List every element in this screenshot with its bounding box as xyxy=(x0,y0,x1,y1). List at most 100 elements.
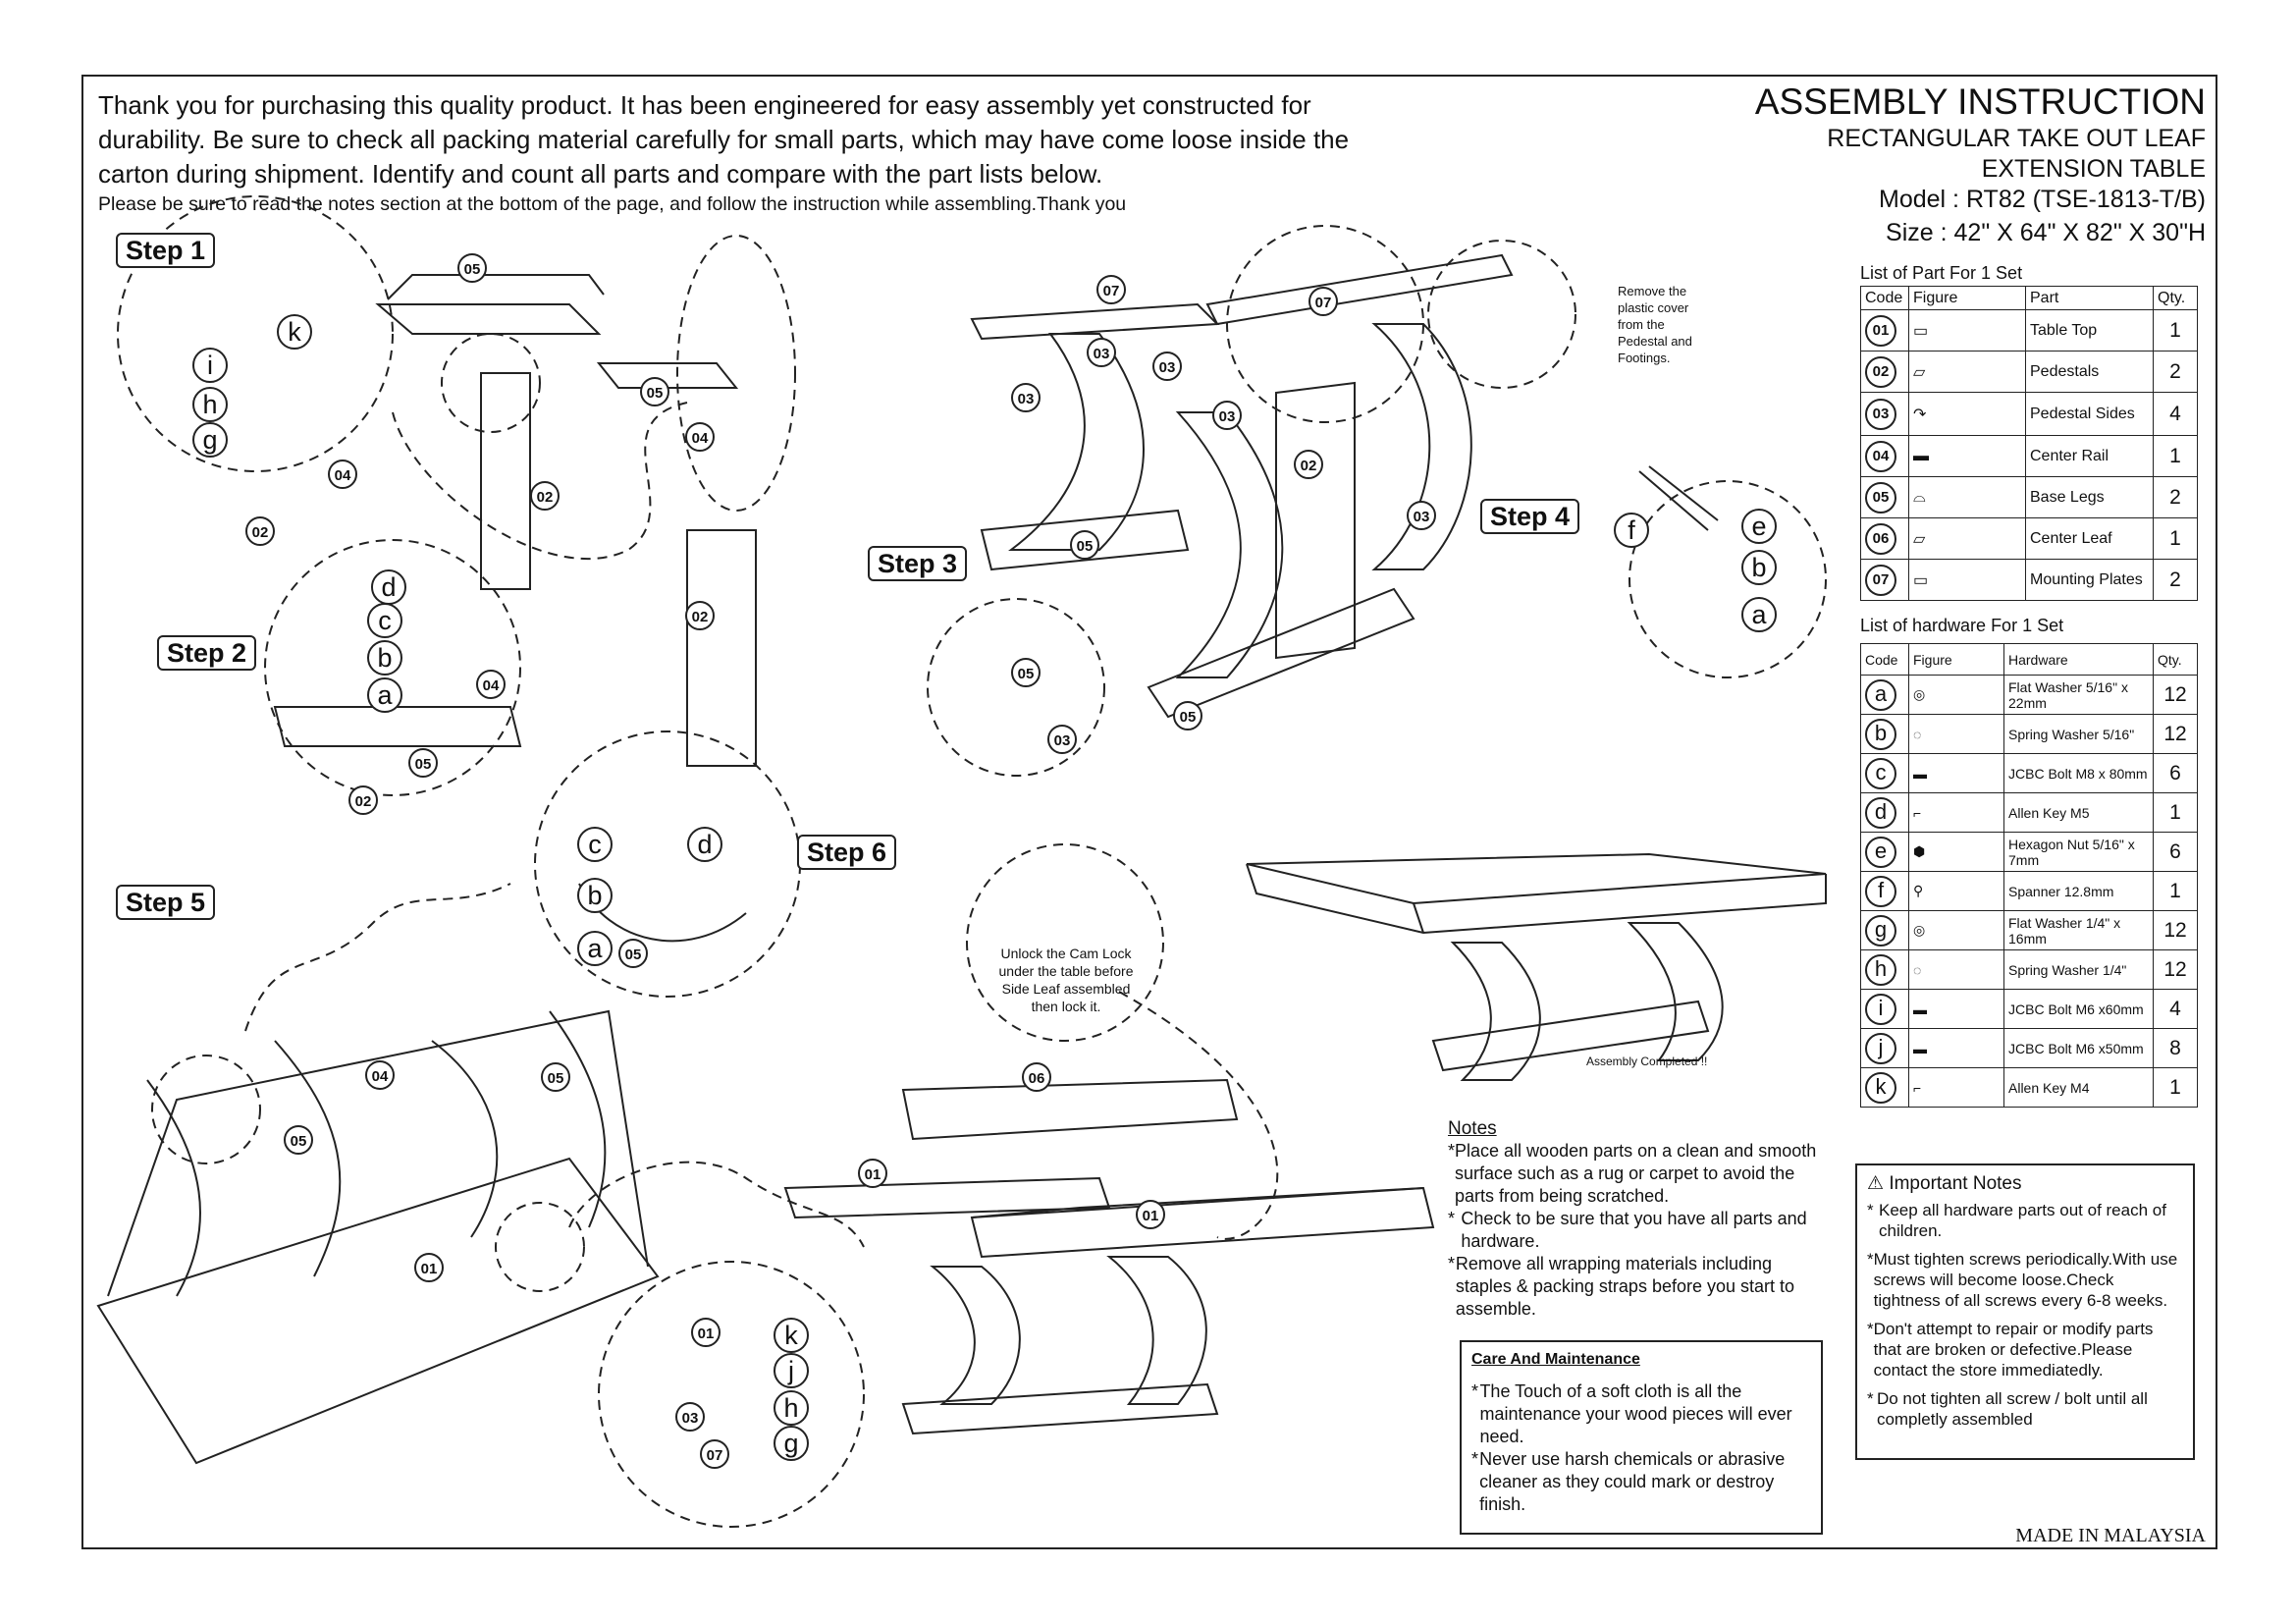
part-callout: 01 xyxy=(691,1318,721,1347)
part-callout: 03 xyxy=(1011,383,1041,412)
part-callout: 04 xyxy=(328,460,357,489)
pedestal-side-figure: ↷ xyxy=(1908,392,2026,436)
mounting-plate-figure: ▭ xyxy=(1908,559,2026,601)
hardware-callout: b xyxy=(367,640,402,676)
note-item: *Place all wooden parts on a clean and s… xyxy=(1448,1141,1817,1206)
hardware-qty: 8 xyxy=(2153,1028,2198,1068)
hardware-qty: 1 xyxy=(2153,871,2198,911)
care-title: Care And Maintenance xyxy=(1471,1351,1640,1368)
hardware-callout: b xyxy=(1741,550,1777,585)
hardware-code: h xyxy=(1865,953,1896,986)
step-6-label: Step 6 xyxy=(797,835,897,870)
hardware-code: k xyxy=(1865,1071,1896,1104)
hardware-code: c xyxy=(1865,757,1896,789)
hardware-callout: e xyxy=(1741,509,1777,544)
hardware-callout: a xyxy=(1741,597,1777,632)
hardware-code: i xyxy=(1865,993,1896,1025)
part-name: Pedestal Sides xyxy=(2025,392,2154,436)
hardware-qty: 1 xyxy=(2153,1067,2198,1108)
hardware-code: g xyxy=(1865,914,1896,947)
part-callout: 02 xyxy=(685,601,715,630)
part-qty: 1 xyxy=(2153,435,2198,477)
part-callout: 05 xyxy=(408,748,438,778)
header-code: Code xyxy=(1860,643,1909,676)
part-callout: 06 xyxy=(1022,1062,1051,1092)
hex-nut-icon: ⬢ xyxy=(1908,832,2004,872)
assembly-completed-label: Assembly Completed !! xyxy=(1586,1055,1708,1068)
header-figure: Figure xyxy=(1908,286,2026,310)
spring-washer-icon: ◌ xyxy=(1908,714,2004,754)
part-callout: 05 xyxy=(541,1062,570,1092)
part-qty: 2 xyxy=(2153,476,2198,518)
header-subtitle-2: EXTENSION TABLE xyxy=(1981,155,2206,183)
notes-section: Notes *Place all wooden parts on a clean… xyxy=(1448,1117,1821,1321)
part-callout: 03 xyxy=(675,1402,705,1432)
part-name: Mounting Plates xyxy=(2025,559,2154,601)
part-code: 06 xyxy=(1865,522,1896,555)
table-top-figure: ▭ xyxy=(1908,309,2026,352)
hardware-qty: 12 xyxy=(2153,910,2198,950)
important-notes-title: Important Notes xyxy=(1889,1173,2022,1194)
part-callout: 05 xyxy=(457,253,487,283)
hardware-callout: a xyxy=(577,931,613,966)
page-border xyxy=(81,75,2217,1549)
hardware-callout: c xyxy=(577,827,613,862)
part-callout: 04 xyxy=(476,670,506,699)
spanner-icon: ⚲ xyxy=(1908,871,2004,911)
header-qty: Qty. xyxy=(2153,643,2198,676)
hardware-qty: 1 xyxy=(2153,792,2198,833)
hardware-name: Spanner 12.8mm xyxy=(2003,871,2154,911)
part-callout: 02 xyxy=(245,516,275,546)
part-qty: 1 xyxy=(2153,517,2198,560)
intro-note: Please be sure to read the notes section… xyxy=(98,193,1127,215)
hardware-callout: g xyxy=(192,422,228,458)
part-callout: 05 xyxy=(640,377,669,406)
header-qty: Qty. xyxy=(2153,286,2198,310)
step-1-label: Step 1 xyxy=(116,233,216,268)
step-5-label: Step 5 xyxy=(116,885,216,920)
allen-key-icon: ⌐ xyxy=(1908,1067,2004,1108)
part-callout: 05 xyxy=(618,939,648,968)
table-row: b ◌Spring Washer 5/16"12 xyxy=(1860,714,2198,754)
hardware-callout: c xyxy=(367,603,402,638)
part-callout: 03 xyxy=(1152,352,1182,381)
hardware-callout: h xyxy=(774,1390,809,1426)
part-callout: 03 xyxy=(1047,725,1077,754)
document-title: ASSEMBLY INSTRUCTION xyxy=(1754,81,2206,122)
allen-key-icon: ⌐ xyxy=(1908,792,2004,833)
hardware-name: Spring Washer 5/16" xyxy=(2003,714,2154,754)
hardware-qty: 6 xyxy=(2153,753,2198,793)
part-qty: 1 xyxy=(2153,309,2198,352)
hardware-qty: 12 xyxy=(2153,714,2198,754)
part-name: Center Leaf xyxy=(2025,517,2154,560)
part-code: 01 xyxy=(1865,314,1896,347)
part-callout: 02 xyxy=(348,785,378,815)
hardware-code: a xyxy=(1865,678,1896,711)
pedestal-figure: ▱ xyxy=(1908,351,2026,393)
hardware-callout: a xyxy=(367,677,402,713)
part-code: 07 xyxy=(1865,564,1896,596)
size-spec: Size : 42" X 64" X 82" X 30"H xyxy=(1886,219,2206,246)
care-item: *The Touch of a soft cloth is all the ma… xyxy=(1471,1381,1792,1446)
step4-callout: Remove the plastic cover from the Pedest… xyxy=(1618,284,1692,365)
flat-washer-icon: ◎ xyxy=(1908,675,2004,715)
important-notes-header: ⚠ Important Notes xyxy=(1867,1173,2183,1194)
important-note-item: *Do not tighten all screw / bolt until a… xyxy=(1867,1389,2148,1429)
hardware-table: Code Figure Hardware Qty. a◎Flat Washer … xyxy=(1860,643,2198,1108)
hardware-qty: 12 xyxy=(2153,949,2198,990)
header-subtitle-1: RECTANGULAR TAKE OUT LEAF xyxy=(1827,125,2206,152)
hardware-code: f xyxy=(1865,875,1896,907)
part-qty: 4 xyxy=(2153,392,2198,436)
hardware-code: b xyxy=(1865,718,1896,750)
hardware-callout: k xyxy=(774,1318,809,1353)
